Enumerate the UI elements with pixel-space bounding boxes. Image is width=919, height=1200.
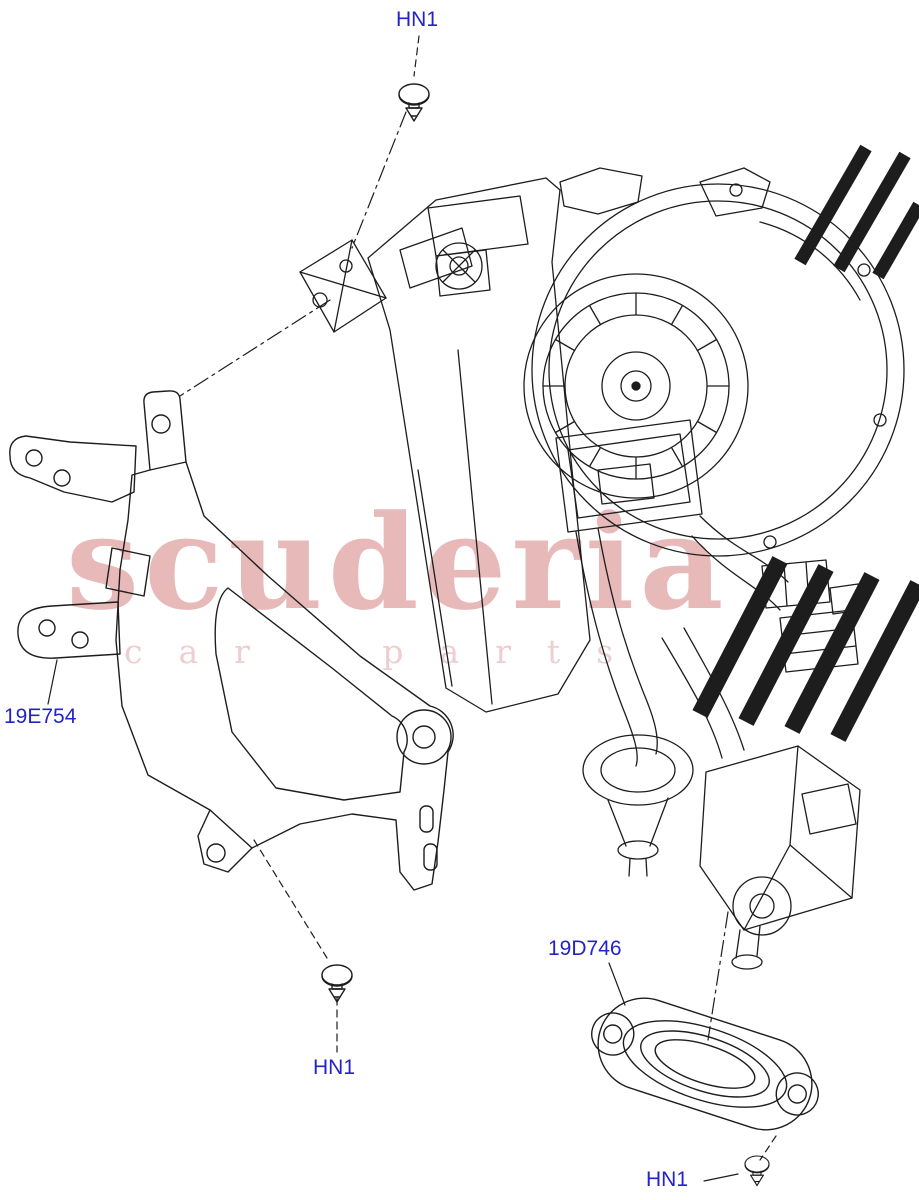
- gasket-plate-19D746: [591, 997, 819, 1131]
- hatch-marks: [692, 144, 919, 742]
- push-pin-top: [398, 83, 430, 122]
- part-label-19D746[interactable]: 19D746: [548, 937, 622, 960]
- push-pin-bottom-right: [744, 1155, 770, 1187]
- leader-lines: [47, 35, 777, 1182]
- bracket-19E754: [9, 390, 454, 891]
- part-label-hn1-top[interactable]: HN1: [396, 8, 439, 31]
- push-pin-fasteners: [321, 83, 770, 1187]
- blower-assembly: [299, 167, 905, 970]
- push-pin-bottom-left: [321, 964, 353, 1003]
- part-label-hn1-bottom-left[interactable]: HN1: [313, 1056, 356, 1079]
- part-label-19E754[interactable]: 19E754: [4, 705, 77, 728]
- part-label-hn1-bottom-right[interactable]: HN1: [646, 1168, 689, 1191]
